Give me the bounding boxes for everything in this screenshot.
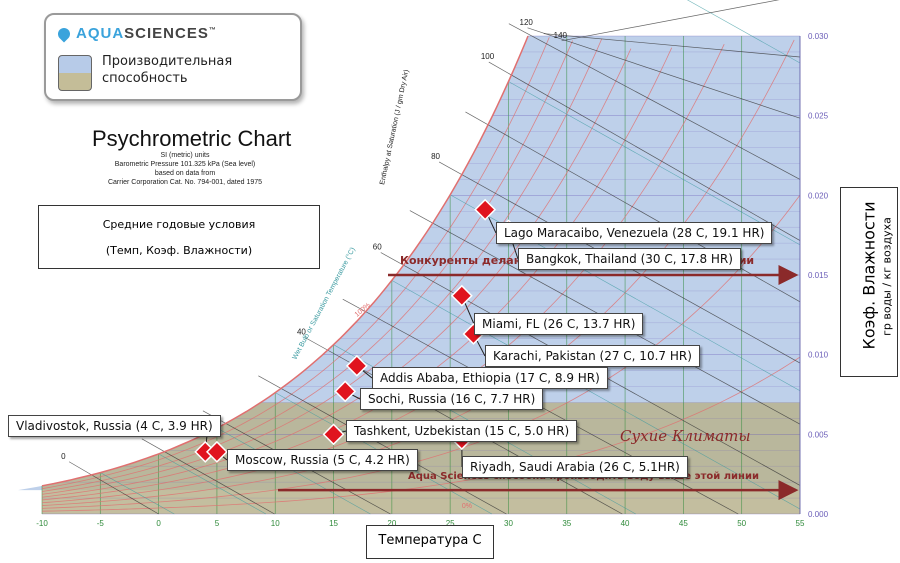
x-tick-label: 55 <box>796 519 805 528</box>
city-label: Karachi, Pakistan (27 C, 10.7 HR) <box>485 345 700 367</box>
city-label: Miami, FL (26 C, 13.7 HR) <box>474 313 644 335</box>
city-label: Lago Maracaibo, Venezuela (28 C, 19.1 HR… <box>496 222 773 244</box>
y-axis-title: Коэф. Влажности <box>859 201 879 350</box>
city-label: Riyadh, Saudi Arabia (26 C, 5.1HR) <box>462 456 688 478</box>
x-axis-title-box: Температура С <box>366 525 494 559</box>
enthalpy-line <box>465 111 801 303</box>
y-axis-units: гр воды / кг воздуха <box>880 217 894 336</box>
city-label: Sochi, Russia (16 C, 7.7 HR) <box>360 388 544 410</box>
x-tick-label: 15 <box>329 519 338 528</box>
legend-panel: AQUASCIENCES™ Производительная способнос… <box>44 13 302 101</box>
enthalpy-axis-label: Enthalpy at Saturation (J / gm Dry Air) <box>379 69 410 185</box>
conditions-subtitle: (Темп, Коэф. Влажности) <box>105 244 253 257</box>
city-marker <box>334 380 357 403</box>
city-marker <box>450 284 473 307</box>
enthalpy-line <box>488 61 801 241</box>
enthalpy-line <box>527 27 801 119</box>
logo-trademark: ™ <box>208 27 217 34</box>
capability-swatch <box>58 55 92 91</box>
y-tick-label: 0.005 <box>808 430 829 439</box>
y-tick-label: 0.015 <box>808 271 829 280</box>
x-tick-label: 0 <box>156 519 161 528</box>
x-tick-label: 25 <box>446 519 455 528</box>
enthalpy-line <box>561 0 780 42</box>
x-tick-label: -10 <box>36 519 48 528</box>
legend-label-line2: способность <box>102 71 188 86</box>
subtitle-line: based on data from <box>154 170 216 177</box>
enthalpy-tick-label: 80 <box>431 152 440 161</box>
chart-title: Psychrometric Chart <box>92 126 292 151</box>
wet-bulb-line <box>216 427 371 515</box>
subtitle-line: Barometric Pressure 101.325 kPa (Sea lev… <box>114 161 256 168</box>
relative-humidity-curve <box>41 37 550 490</box>
city-marker <box>474 198 497 221</box>
relative-humidity-curve <box>41 194 801 509</box>
aqua-sciences-logo: AQUASCIENCES™ <box>55 25 217 43</box>
city-label: Moscow, Russia (5 C, 4.2 HR) <box>227 449 418 471</box>
legend-label: Производительная способность <box>102 53 232 87</box>
saturation-curve <box>41 35 529 487</box>
relative-humidity-curve <box>41 356 801 512</box>
enthalpy-tick-label: 60 <box>373 243 382 252</box>
city-marker <box>194 440 217 463</box>
logo-text-sciences: SCIENCES <box>124 25 209 42</box>
enthalpy-tick-label: 40 <box>297 328 306 337</box>
city-marker <box>205 440 228 463</box>
city-label: Bangkok, Thailand (30 C, 17.8 HR) <box>518 248 741 270</box>
y-tick-label: 0.030 <box>808 32 829 41</box>
chart-subtitle: SI (metric) units Barometric Pressure 10… <box>100 151 270 187</box>
y-tick-label: 0.020 <box>808 191 829 200</box>
y-tick-label: 0.010 <box>808 351 829 360</box>
logo-text-aqua: AQUA <box>76 25 125 42</box>
enthalpy-tick-label: 140 <box>554 31 568 40</box>
subtitle-line: Carrier Corporation Cat. No. 794-001, da… <box>107 179 263 186</box>
wet-bulb-line <box>687 0 801 64</box>
x-tick-label: 5 <box>215 519 220 528</box>
x-tick-label: 40 <box>621 519 630 528</box>
wet-bulb-line <box>100 472 175 515</box>
city-label: Vladivostok, Russia (4 C, 3.9 HR) <box>8 415 221 437</box>
annual-conditions-box: Средние годовые условия (Темп, Коэф. Вла… <box>38 205 320 269</box>
x-tick-label: -5 <box>97 519 105 528</box>
y-axis-title-box: Коэф. Влажности гр воды / кг воздуха <box>840 187 898 377</box>
x-tick-label: 35 <box>562 519 571 528</box>
rh-0-label: 0% <box>462 503 472 510</box>
wet-bulb-line <box>391 280 801 510</box>
x-tick-label: 10 <box>271 519 280 528</box>
y-tick-label: 0.025 <box>808 112 829 121</box>
x-tick-label: 30 <box>504 519 513 528</box>
city-label: Tashkent, Uzbekistan (15 C, 5.0 HR) <box>346 420 578 442</box>
enthalpy-line <box>68 461 159 515</box>
enthalpy-tick-label: 0 <box>61 452 66 461</box>
enthalpy-tick-label: 100 <box>481 52 495 61</box>
enthalpy-line <box>508 23 801 180</box>
x-tick-label: 20 <box>387 519 396 528</box>
enthalpy-tick-label: 120 <box>520 18 534 27</box>
city-marker <box>322 423 345 446</box>
wet-bulb-line <box>158 453 267 515</box>
subtitle-line: SI (metric) units <box>160 152 210 159</box>
enthalpy-line <box>543 33 801 58</box>
city-marker <box>345 354 368 377</box>
x-tick-label: 50 <box>737 519 746 528</box>
y-tick-label: 0.000 <box>808 510 829 519</box>
wet-bulb-line <box>508 81 801 246</box>
water-drop-icon <box>55 25 73 43</box>
conditions-title: Средние годовые условия <box>102 218 256 231</box>
x-tick-label: 45 <box>679 519 688 528</box>
dry-climates-label: Сухие Климаты <box>620 427 751 445</box>
relative-humidity-curve <box>41 38 603 495</box>
city-label: Addis Ababa, Ethiopia (17 C, 8.9 HR) <box>372 367 608 389</box>
legend-label-line1: Производительная <box>102 54 233 69</box>
